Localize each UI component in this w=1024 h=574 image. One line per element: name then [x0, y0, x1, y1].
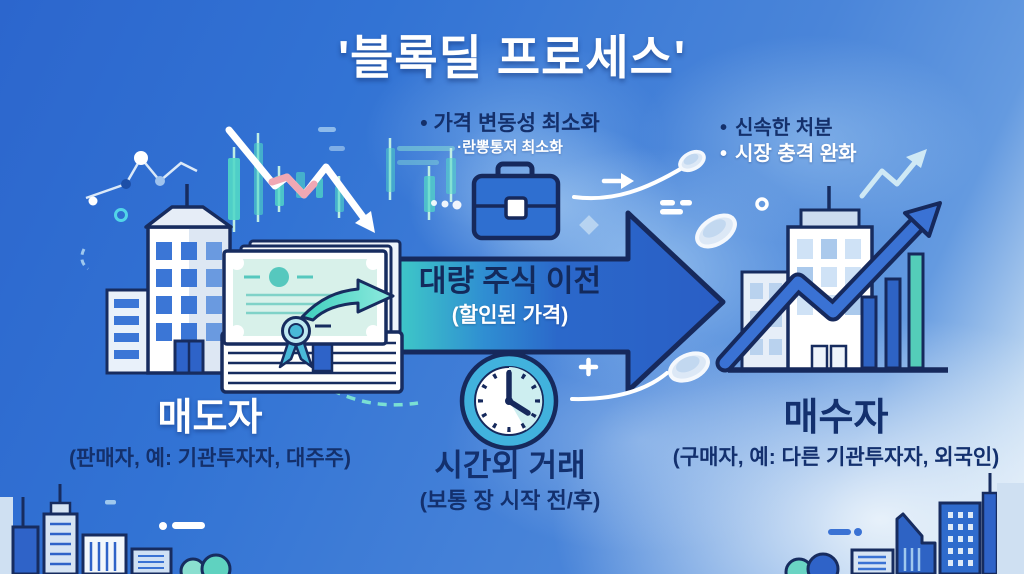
- window-dots: [948, 512, 973, 566]
- rising-zigzag-arrow: [715, 201, 942, 373]
- benefit-sub-note: ·란뽕통저 최소화: [457, 138, 563, 156]
- deco-line-chart: [80, 127, 455, 271]
- bullet: •: [720, 143, 728, 166]
- mini-growth-arrow: [859, 149, 927, 199]
- page-title: '블록딜 프로세스': [337, 31, 687, 84]
- teal-swoosh-arrow: [300, 278, 395, 322]
- declining-arrow: [225, 126, 375, 233]
- coin-icon: [695, 213, 737, 249]
- seller-sublabel: (판매자, 예: 기관투자자, 대주주): [69, 446, 351, 470]
- seller-label: 매도자: [157, 397, 263, 439]
- clock-icon: [459, 351, 559, 451]
- deco-center: [431, 149, 769, 402]
- city-skyline-left: [0, 484, 232, 574]
- arrow-label: 대량 주식 이전: [418, 265, 602, 298]
- certificate-seal: [269, 267, 289, 287]
- buyer-label: 매수자: [783, 397, 889, 439]
- small-right-arrow-icon: [601, 173, 634, 189]
- timing-label: 시간외 거래: [434, 448, 586, 483]
- rising-bar-chart: [728, 252, 948, 373]
- arrow-sublabel: (할인된 가격): [451, 303, 569, 327]
- benefit-quick-disposal: •신속한 처분: [720, 117, 833, 139]
- transfer-arrow-label: 대량 주식 이전 (할인된 가격): [365, 265, 655, 327]
- briefcase-icon: [471, 161, 561, 241]
- declining-candlestick-chart: [228, 133, 456, 232]
- benefit-market-impact: •시장 충격 완화: [720, 143, 857, 166]
- bullet: •: [420, 112, 428, 135]
- tree-icon: [200, 553, 232, 574]
- seller-block: 매도자 (판매자, 예: 기관투자자, 대주주): [35, 397, 385, 470]
- buyer-benefits: •신속한 처분 •시장 충격 완화: [720, 115, 960, 168]
- transfer-benefits: • 가격 변동성 최소화 ·란뽕통저 최소화: [355, 112, 665, 156]
- city-skyline-right: [784, 473, 1024, 574]
- timing-sublabel: (보통 장 시작 전/후): [419, 487, 601, 513]
- plus-icon: [578, 357, 599, 377]
- ribbon-seal: [278, 316, 314, 369]
- benefit-price-volatility: • 가격 변동성 최소화: [420, 112, 600, 135]
- timing-block: 시간외 거래 (보통 장 시작 전/후): [355, 448, 665, 513]
- tree-icon: [806, 552, 840, 574]
- bullet: •: [720, 117, 728, 139]
- coin-icon: [668, 351, 710, 383]
- buyer-block: 매수자 (구매자, 예: 다른 기관투자자, 외국인): [650, 397, 1022, 469]
- buyer-sublabel: (구매자, 예: 다른 기관투자자, 외국인): [672, 445, 1000, 469]
- coin-icon: [678, 149, 706, 173]
- stock-certificate-stack: [220, 239, 404, 394]
- seller-building-windows: [156, 242, 222, 341]
